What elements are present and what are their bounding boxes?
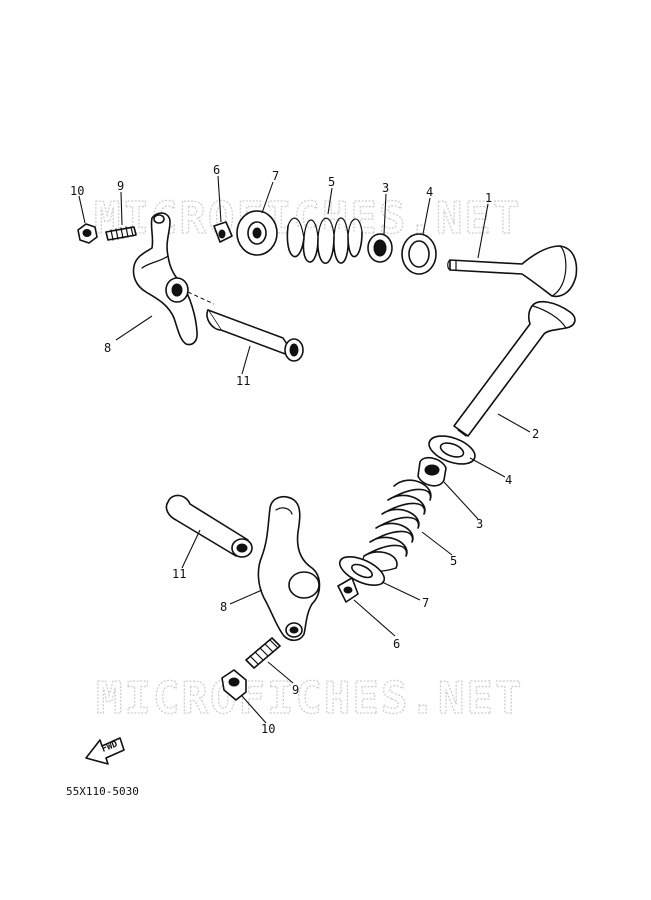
leader-lines: [78, 175, 531, 724]
part-3-seal-upper: [367, 233, 393, 263]
callout-3-upper: 3: [382, 181, 389, 195]
part-11-shaft-lower: [165, 494, 253, 558]
callout-5-upper: 5: [328, 175, 335, 189]
part-6-cotter-upper: [213, 221, 233, 243]
drawing-code: 55X110-5030: [66, 785, 139, 798]
callout-2-lower: 2: [532, 427, 539, 441]
part-9-screw-lower: [245, 637, 281, 669]
callout-7-upper: 7: [272, 169, 279, 183]
part-8-rocker-arm-upper: [132, 212, 198, 346]
callout-10-upper: 10: [70, 184, 84, 198]
part-10-nut-upper: [77, 223, 98, 244]
callout-11-upper: 11: [236, 374, 250, 388]
watermark-bottom: MICROFICHES.NET: [96, 673, 523, 724]
callout-3-lower: 3: [476, 517, 483, 531]
callout-7-lower: 7: [422, 596, 429, 610]
part-7-retainer-upper: [236, 210, 278, 256]
part-9-screw-upper: [105, 226, 137, 241]
part-4-seat-upper: [401, 233, 437, 275]
part-3-seal-lower: [417, 456, 447, 487]
callout-9-lower: 9: [292, 683, 299, 697]
callout-6-upper: 6: [213, 163, 220, 177]
part-6-cotter-lower: [337, 577, 359, 603]
fwd-arrow-icon: FWD: [85, 737, 125, 765]
callout-5-lower: 5: [450, 554, 457, 568]
callout-9-upper: 9: [117, 179, 124, 193]
callout-10-lower: 10: [261, 722, 275, 736]
callout-8-lower: 8: [220, 600, 227, 614]
part-11-shaft-upper: [206, 309, 304, 362]
part-7-retainer-lower: [338, 555, 386, 587]
callout-6-lower: 6: [393, 637, 400, 651]
callout-4-upper: 4: [426, 185, 433, 199]
part-1-valve-upper: [447, 245, 578, 298]
part-2-valve-lower: [453, 300, 576, 437]
callout-11-lower: 11: [172, 567, 186, 581]
callout-4-lower: 4: [505, 473, 512, 487]
part-8-rocker-arm-lower: [257, 495, 321, 642]
callout-1-upper: 1: [485, 191, 492, 205]
part-10-nut-lower: [221, 669, 247, 701]
part-5-spring-upper: [286, 217, 363, 265]
part-4-seat-lower: [428, 435, 476, 465]
callout-8-upper: 8: [104, 341, 111, 355]
part-5-spring-lower: [362, 479, 432, 572]
